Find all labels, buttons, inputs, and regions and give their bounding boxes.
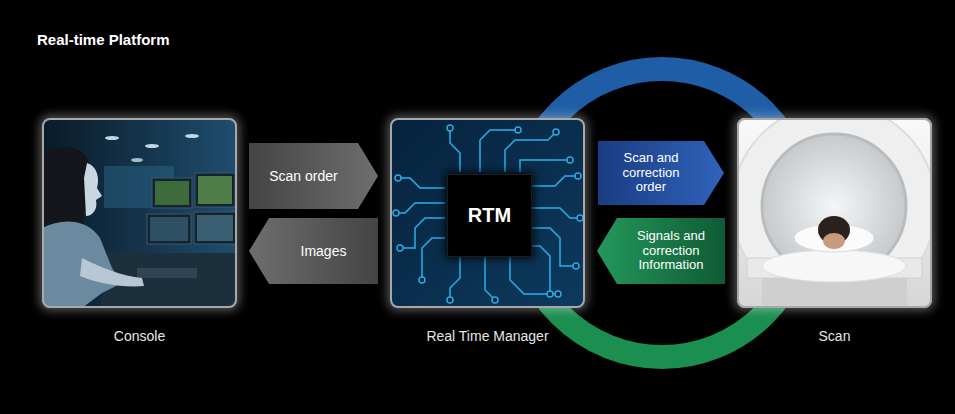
diagram-title: Real-time Platform — [37, 31, 170, 48]
monitor-image — [197, 215, 233, 241]
monitor-image — [198, 176, 232, 204]
block-arrow — [597, 218, 725, 284]
sheet — [762, 250, 906, 282]
image-panel: Console — [42, 118, 237, 308]
console-picture — [42, 118, 237, 308]
scanner-housing — [737, 118, 932, 308]
trace-glow — [396, 128, 580, 300]
panel-caption: Console — [44, 328, 235, 344]
image-panel: Real Time ManagerRTM — [390, 118, 585, 308]
image-panel: Scan — [737, 118, 932, 308]
circuit-traces — [396, 128, 580, 300]
processor-chip: RTM — [447, 174, 532, 257]
ceiling-light — [145, 144, 159, 148]
panel-caption: Scan — [739, 328, 930, 344]
arrow-label: Scan order — [269, 168, 337, 184]
monitor — [194, 212, 236, 244]
scanner-picture — [732, 104, 936, 308]
board-ground — [390, 118, 585, 308]
block-arrow — [598, 141, 724, 205]
ceiling-light — [131, 158, 143, 162]
monitor — [195, 173, 235, 207]
monitor-image — [155, 181, 189, 205]
monitor-image — [150, 217, 188, 241]
table-base — [762, 278, 907, 308]
monitor — [152, 178, 192, 208]
face — [84, 163, 102, 216]
circuit-pads — [393, 125, 583, 303]
ceiling-light — [185, 134, 199, 138]
chip-label: RTM — [468, 204, 511, 227]
panel-caption: Real Time Manager — [392, 328, 583, 344]
face — [823, 233, 845, 249]
circuit-picture — [390, 118, 585, 308]
arrow-label: Signals and correction Information — [625, 229, 717, 274]
block-arrow — [249, 143, 378, 209]
arrow-label: Images — [301, 243, 347, 259]
arm — [80, 258, 144, 286]
arrow-label: Scan and correction order — [606, 151, 696, 196]
ceiling-light — [105, 136, 119, 140]
room-ground — [42, 118, 237, 308]
block-arrow — [249, 218, 378, 284]
keyboard — [137, 268, 197, 278]
monitor — [147, 214, 191, 244]
